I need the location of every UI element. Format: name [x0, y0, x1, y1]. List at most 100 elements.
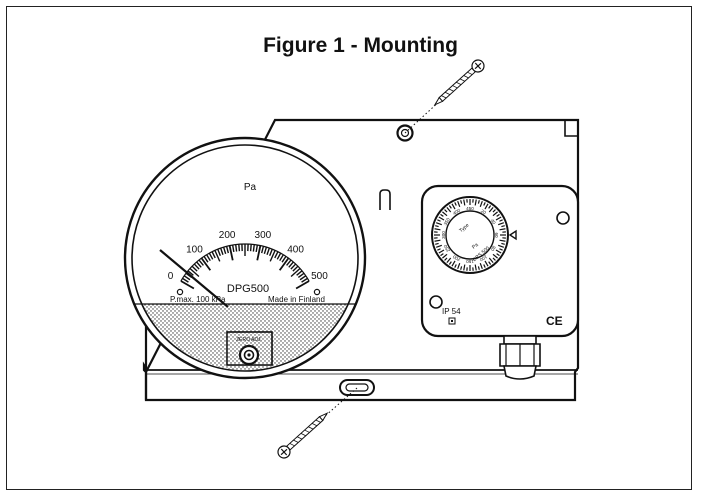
gauge-tick	[252, 244, 255, 252]
gauge-tick	[182, 277, 189, 283]
gauge-tick	[225, 246, 230, 254]
dial-tick	[434, 239, 441, 242]
dial-tick	[446, 257, 452, 263]
gauge-unit-label: Pa	[244, 182, 257, 193]
dial-tick	[454, 264, 457, 268]
dial-tick	[496, 213, 500, 217]
gauge-tick	[235, 244, 238, 252]
dial-tick	[497, 222, 505, 226]
dial-label: 100	[478, 254, 488, 262]
dial-tick	[474, 199, 477, 206]
top-screw	[433, 59, 485, 106]
dial-tick	[451, 260, 456, 267]
gauge-tick	[238, 244, 241, 252]
dial-tick	[448, 205, 452, 209]
gauge-scale-arc	[180, 243, 310, 282]
dial-tick	[454, 202, 457, 206]
dial-tick	[444, 209, 448, 213]
dial-tick	[499, 228, 506, 231]
gauge-tick	[269, 250, 276, 262]
dial-tick	[435, 244, 443, 248]
ip-rating-icon-fill	[451, 320, 453, 322]
dial-tick	[438, 216, 445, 221]
dial-tick	[495, 216, 502, 221]
dial-tick	[474, 264, 477, 271]
dial-label: 200	[452, 254, 462, 262]
gauge-tick	[290, 263, 297, 270]
gauge-tick	[249, 244, 252, 252]
gauge-scale-label: 400	[287, 244, 304, 255]
gauge-tick	[189, 267, 200, 278]
bottom-slot-hole-inner	[345, 383, 369, 392]
dial-tick	[437, 248, 441, 251]
switch-screw-top-right	[556, 211, 570, 225]
dial-label: 150	[466, 259, 474, 264]
dial-tick	[492, 209, 496, 213]
dial-pointer-icon	[508, 229, 517, 241]
dial-tick	[438, 249, 445, 254]
dial-label: 40	[490, 218, 497, 225]
dial-label: 20	[480, 208, 487, 215]
plate-side-edge	[564, 120, 578, 137]
dial-tick	[488, 205, 492, 209]
gauge-tick	[263, 246, 268, 255]
gauge-tick	[196, 261, 202, 268]
gauge-tick	[208, 252, 214, 260]
gauge-tick	[180, 280, 195, 290]
dial-tick	[435, 222, 443, 226]
gauge-scale-label: 300	[255, 230, 272, 241]
dial-tick	[492, 253, 498, 259]
gauge-tick	[274, 251, 279, 259]
ip-rating-label: IP 54	[442, 307, 461, 316]
gauge-tick	[206, 254, 211, 262]
dial-tick	[484, 203, 489, 210]
dial-tick	[457, 262, 461, 270]
dial-tick	[495, 249, 502, 254]
gauge-tick	[200, 257, 212, 271]
dial-tick	[457, 200, 461, 208]
dial-label: 350	[443, 217, 451, 227]
gauge-tick	[292, 265, 299, 272]
gauge-tick	[278, 257, 290, 271]
dial-tick	[499, 239, 506, 242]
dial-tick	[444, 257, 448, 261]
cable-gland	[499, 335, 541, 380]
gauge-pivot-right	[313, 288, 321, 296]
zero-adjust[interactable]: ZERO ADJ.	[226, 331, 273, 366]
gauge-tick	[269, 248, 273, 256]
dial-label: 250	[443, 243, 451, 253]
gauge-tick	[203, 255, 209, 263]
dial-tick	[483, 264, 486, 268]
gauge-tick	[295, 280, 310, 290]
gauge-tick	[286, 259, 292, 266]
dial-tick	[499, 248, 503, 251]
figure-frame	[6, 6, 692, 490]
dial-inner-unit: Pa	[471, 242, 480, 251]
gauge-tick	[288, 261, 294, 268]
dial-tick	[460, 266, 463, 270]
gauge-scale-label: 200	[219, 230, 236, 241]
dial-tick	[463, 199, 466, 206]
gauge-tick	[191, 265, 198, 272]
gauge-tick	[279, 254, 284, 262]
gauge-tick	[187, 270, 194, 276]
dial-tick	[483, 202, 486, 206]
dial-tick	[499, 219, 503, 222]
gauge-model-label: DPG500	[227, 283, 269, 295]
gauge-tick	[297, 272, 305, 279]
figure-title: Figure 1 - Mounting	[263, 34, 458, 57]
dial-tick	[460, 200, 463, 204]
gauge-origin-label: Made in Finland	[268, 295, 325, 304]
gauge-tick	[220, 247, 224, 255]
dial-tick	[440, 253, 444, 257]
dial-inner-type: Type	[458, 222, 470, 234]
gauge-tick	[256, 245, 262, 261]
dial-tick	[492, 257, 496, 261]
gauge-scale-label: 0	[168, 271, 174, 282]
switch-screw-bottom-left	[429, 295, 443, 309]
gauge-tick	[193, 263, 200, 270]
